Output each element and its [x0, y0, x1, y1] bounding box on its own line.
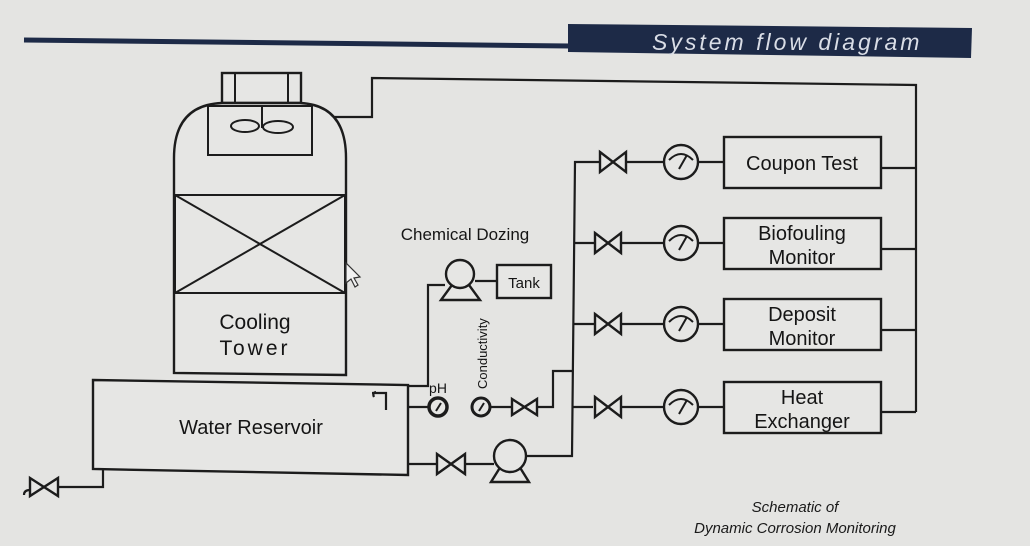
- deposit-monitor-label-line2: Monitor: [769, 328, 836, 350]
- ph-sensor: pH: [427, 380, 449, 418]
- biofouling-monitor-box: [722, 216, 883, 271]
- water-reservoir: Water Reservoir: [91, 378, 410, 477]
- tank-label: Tank: [508, 275, 540, 292]
- heat-exchanger-label-line2: Exchanger: [754, 411, 850, 433]
- branch-valve-icon[interactable]: [593, 311, 623, 337]
- mouse-cursor-icon: [345, 261, 362, 288]
- fill-pack: [174, 194, 346, 294]
- coupon-test-box: [722, 135, 883, 190]
- biofouling-monitor-label-line1: Biofouling: [758, 223, 846, 245]
- ph-label: pH: [429, 380, 447, 396]
- heat-exchanger-box: [722, 380, 883, 435]
- title-banner: [568, 24, 972, 58]
- caption-line2: Dynamic Corrosion Monitoring: [694, 520, 896, 537]
- fan-stack: [220, 71, 303, 105]
- branch-valve-icon[interactable]: [593, 394, 623, 420]
- heat-exchanger-label-line1: Heat: [781, 387, 824, 409]
- dosing-pump-icon: [438, 258, 483, 302]
- branch-coupon-test: Coupon Test: [598, 135, 883, 190]
- chemical-dozing: Chemical Dozing Tank: [401, 225, 553, 302]
- conductivity-label: Conductivity: [475, 318, 490, 389]
- flow-meter-icon: [662, 388, 700, 426]
- flow-meter-icon: [662, 305, 700, 343]
- biofouling-monitor-label-line2: Monitor: [769, 247, 836, 269]
- branch-valve-icon[interactable]: [593, 230, 623, 256]
- cooling-tower: Cooling Tower: [172, 71, 348, 377]
- sampling-valve-icon[interactable]: [510, 396, 539, 418]
- cooling-tower-label-line1: Cooling: [219, 311, 290, 334]
- flow-meter-icon: [662, 143, 700, 181]
- diagram-title: System flow diagram: [652, 29, 922, 55]
- deposit-monitor-label-line1: Deposit: [768, 304, 836, 326]
- pump-suction-valve-icon[interactable]: [435, 451, 467, 477]
- chemical-dozing-label: Chemical Dozing: [401, 225, 530, 244]
- header: System flow diagram: [23, 24, 972, 58]
- cooling-tower-label-line2: Tower: [219, 337, 290, 360]
- drain-valve-icon[interactable]: [22, 475, 60, 499]
- caption-line1: Schematic of: [752, 499, 841, 516]
- supply-manifold: [500, 160, 600, 458]
- fan-housing: [207, 105, 313, 156]
- circulation-pump-icon: [488, 438, 532, 484]
- tower-body: [172, 101, 348, 377]
- water-reservoir-label: Water Reservoir: [179, 417, 323, 439]
- reservoir-tank: [91, 378, 410, 477]
- monitor-branches: Coupon TestBiofoulingMonitorDepositMonit…: [593, 135, 883, 435]
- return-pipe: [330, 76, 918, 412]
- dozing-line: [370, 283, 445, 393]
- coupon-test-label: Coupon Test: [746, 153, 858, 175]
- flow-meter-icon: [662, 224, 700, 262]
- conductivity-sensor: Conductivity: [470, 318, 492, 418]
- header-rule: [23, 37, 571, 49]
- fan-icon: [230, 119, 260, 133]
- chemical-tank: [495, 263, 553, 300]
- deposit-monitor-box: [722, 297, 883, 352]
- branch-valve-icon[interactable]: [598, 149, 628, 175]
